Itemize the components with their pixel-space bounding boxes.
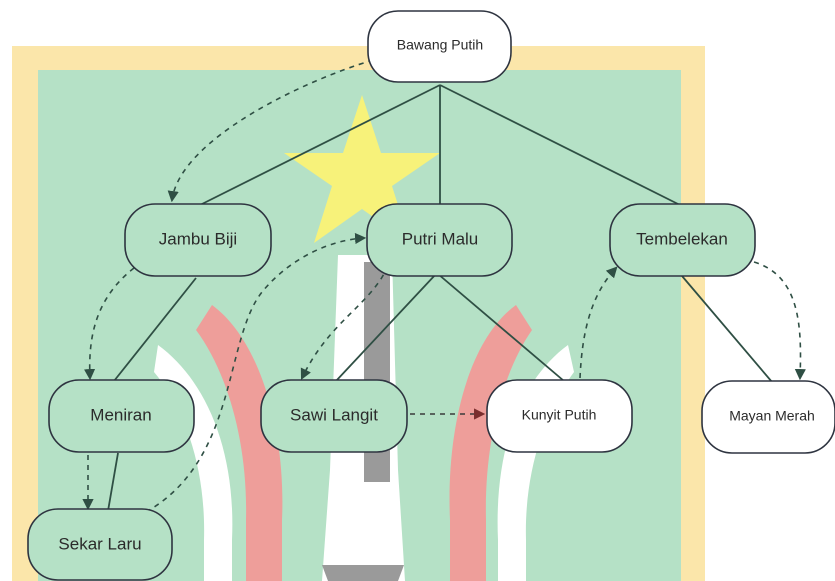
node-box [366,203,513,277]
right-ribbon [449,305,532,581]
node-label: Kunyit Putih [522,407,597,423]
edge-bawang-tembelekan [439,84,683,207]
right-ribbon-white [497,345,574,581]
node-label: Mayan Merah [729,408,815,424]
node-box [48,379,195,453]
arrow-bawang-to-jambu [167,59,374,203]
arrow-tembelekan-to-mayan [753,261,806,381]
sword-handle [322,565,404,581]
node-sekar-laru[interactable]: Sekar Laru [27,508,173,581]
node-label: Bawang Putih [397,37,483,53]
node-mayan-merah[interactable]: Mayan Merah [701,380,835,454]
node-box [27,508,173,581]
node-label: Meniran [90,405,151,424]
arrow-putri-to-sawi [300,265,389,381]
node-label: Sawi Langit [290,405,378,424]
arrow-sekar-to-putri [145,232,367,513]
node-box [701,380,835,454]
node-meniran[interactable]: Meniran [48,379,195,453]
node-sawi-langit[interactable]: Sawi Langit [260,379,408,453]
edge-jambu-meniran [113,277,197,382]
node-kunyit-putih[interactable]: Kunyit Putih [486,379,633,453]
edge-tembelekan-mayan [681,275,773,383]
node-label: Putri Malu [402,229,479,248]
node-box [124,203,272,277]
edge-putri-kunyit [437,273,565,382]
node-box [609,203,756,277]
edge-bawang-jambu [197,84,441,207]
edge-putri-sawi [335,273,437,382]
node-box [367,10,512,83]
left-ribbon-white [154,345,233,581]
node-label: Tembelekan [636,229,728,248]
tree-edges [107,84,773,512]
edge-meniran-sekar [107,452,119,512]
arrow-kunyit-to-tembelekan [579,266,618,379]
node-jambu-biji[interactable]: Jambu Biji [124,203,272,277]
left-ribbon [196,305,283,581]
node-putri-malu[interactable]: Putri Malu [366,203,513,277]
node-bawang-putih[interactable]: Bawang Putih [367,10,512,83]
star-icon [284,95,440,243]
background-emblem [12,46,705,581]
node-label: Sekar Laru [58,534,141,553]
node-label: Jambu Biji [159,229,237,248]
node-tembelekan[interactable]: Tembelekan [609,203,756,277]
traversal-arrows [82,59,806,513]
arrow-jambu-to-meniran [83,267,135,381]
node-box [260,379,408,453]
node-box [486,379,633,453]
